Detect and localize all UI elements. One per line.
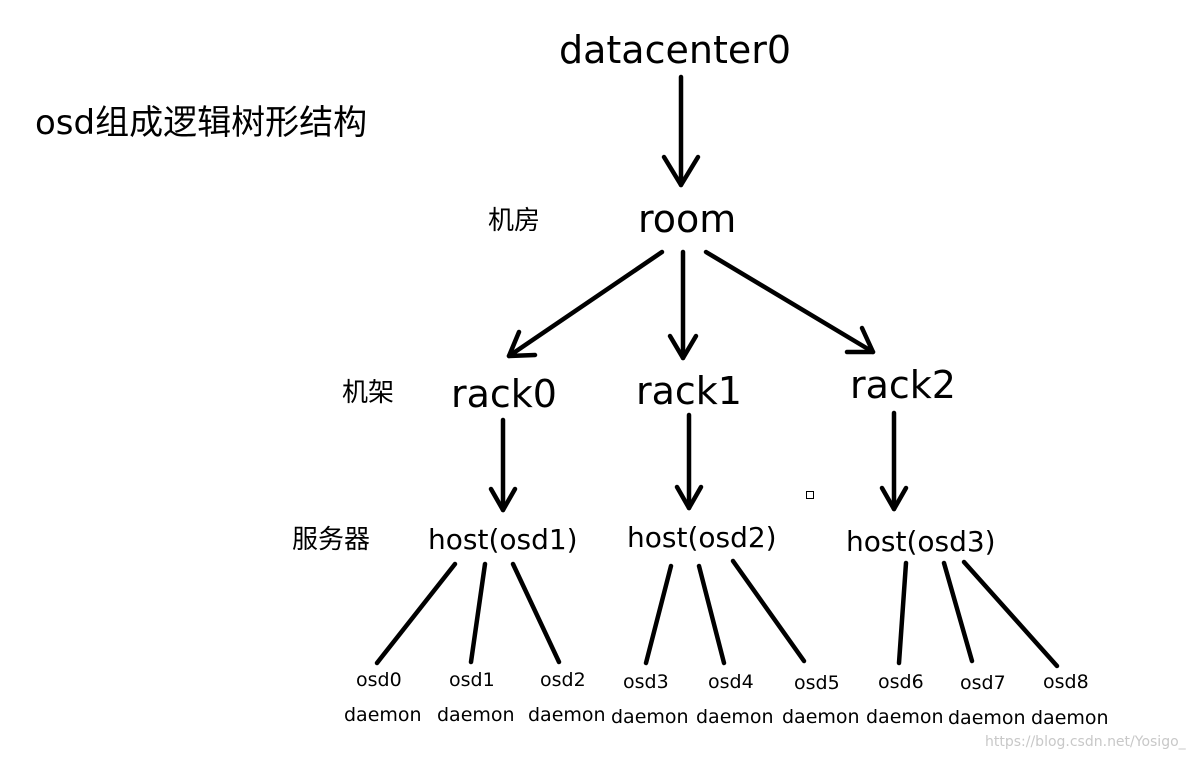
arrowhead-host1 [488,486,518,513]
osd-label: osd0 [356,669,402,691]
edge-room-rack0 [506,249,665,359]
edge-host2-osd5 [730,558,807,664]
osd-label: osd6 [878,671,924,693]
osd-label: osd5 [794,672,840,694]
osd-label: osd4 [708,671,754,693]
arrowhead-rack2 [844,325,876,355]
edge-room-rack2 [703,249,876,355]
daemon-label: daemon [696,706,774,728]
osd-label: osd1 [449,669,495,691]
daemon-label: daemon [1031,707,1109,729]
arrowhead-room [661,154,701,188]
node-rack2: rack2 [850,363,956,407]
daemon-label: daemon [528,704,606,726]
edge-host1-osd2 [510,561,562,665]
node-host2: host(osd2) [627,521,777,554]
daemon-label: daemon [782,706,860,728]
edge-host2-osd3 [643,563,674,666]
edge-host1-osd1 [468,561,488,665]
node-rack1: rack1 [636,369,742,413]
osd-label: osd3 [623,671,669,693]
osd-label: osd7 [960,672,1006,694]
watermark-text: https://blog.csdn.net/Yosigo_ [985,734,1186,750]
arrowhead-rack1 [667,333,699,361]
daemon-label: daemon [344,704,422,726]
diagram-title: osd组成逻辑树形结构 [35,103,368,143]
level-label-room: 机房 [488,206,541,236]
daemon-label: daemon [948,707,1026,729]
arrowhead-host2 [674,484,704,511]
edge-host2-osd4 [696,563,727,666]
level-label-rack: 机架 [342,378,395,408]
arrowhead-rack0 [506,329,538,359]
square-marker [806,491,814,499]
node-host1: host(osd1) [428,523,578,556]
node-host3: host(osd3) [846,525,996,558]
edge-host3-osd7 [941,560,975,664]
node-rack0: rack0 [451,372,557,416]
arrowhead-host3 [879,485,909,512]
node-room: room [638,197,737,241]
daemon-label: daemon [611,706,689,728]
daemon-label: daemon [437,704,515,726]
edge-host1-osd0 [374,561,458,666]
edge-host3-osd6 [896,560,909,666]
edge-host3-osd8 [961,559,1060,669]
node-datacenter: datacenter0 [559,28,792,72]
osd-label: osd8 [1043,671,1089,693]
daemon-label: daemon [866,706,944,728]
osd-label: osd2 [540,669,586,691]
level-label-host: 服务器 [292,525,371,555]
